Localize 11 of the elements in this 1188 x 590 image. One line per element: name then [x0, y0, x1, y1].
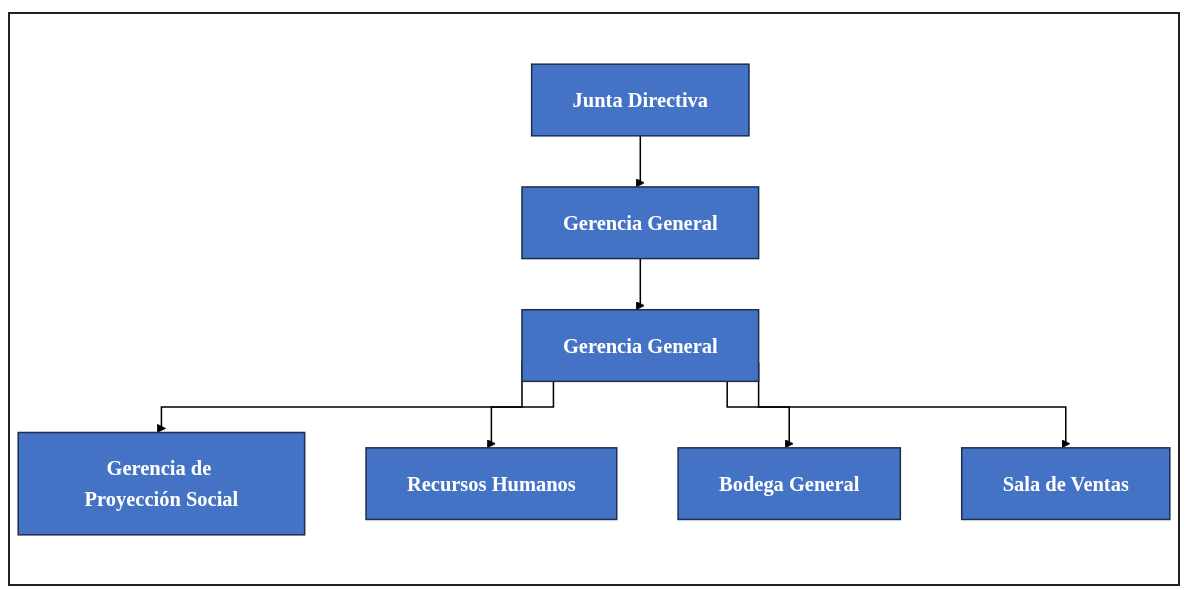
node-box: Junta Directiva	[530, 62, 750, 137]
node-box: Recursos Humanos	[365, 446, 618, 520]
arrow	[726, 380, 794, 448]
node-box: Bodega General	[677, 446, 902, 520]
node-box: Gerencia de Proyección Social	[17, 431, 306, 536]
arrow	[486, 380, 555, 448]
node-box: Gerencia General	[521, 185, 760, 259]
arrow	[635, 134, 645, 187]
arrow	[635, 257, 645, 310]
node-box: Sala de Ventas	[960, 446, 1171, 520]
node-box: Gerencia General	[521, 308, 760, 382]
